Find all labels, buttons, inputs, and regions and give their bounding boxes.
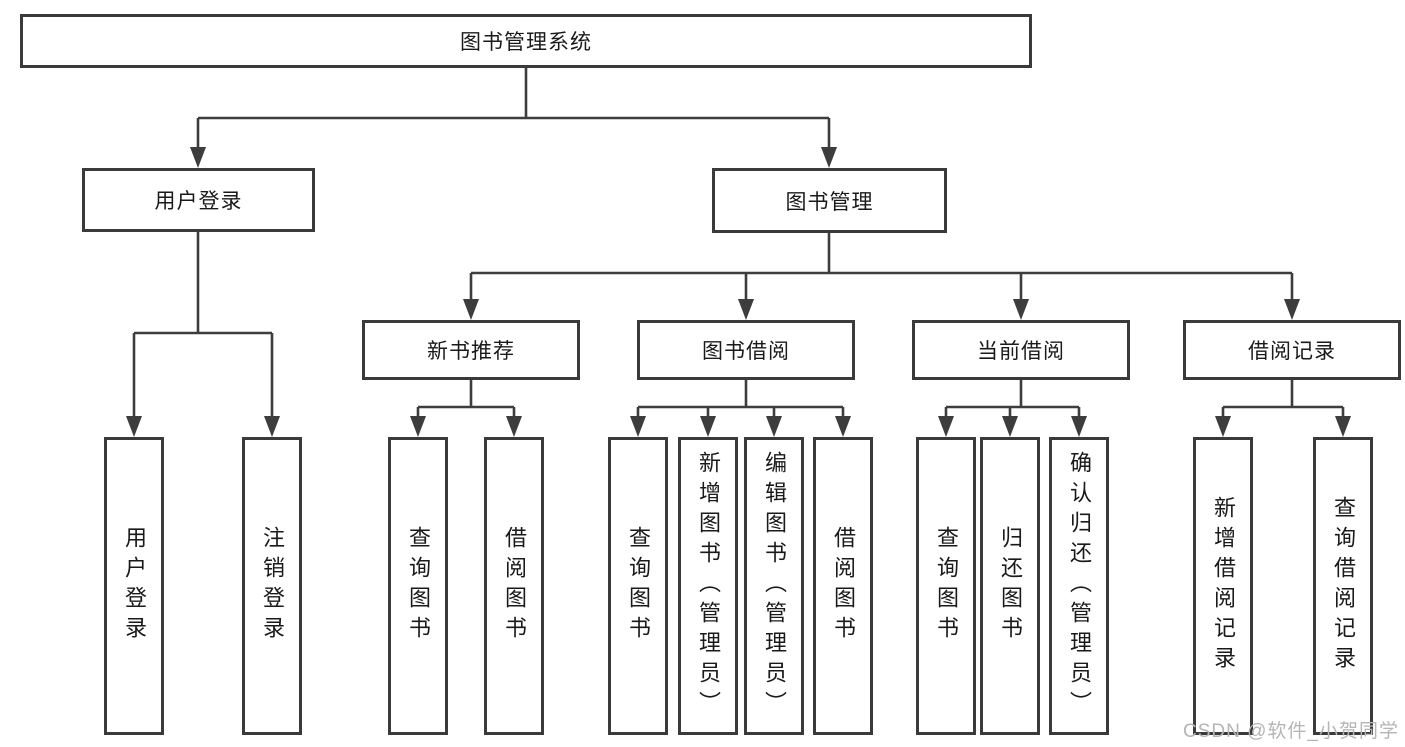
node-leaf-cb-return-book: 归还图书 (980, 437, 1040, 735)
leaf-label: 编辑图书（管理员） (762, 451, 787, 721)
leaf-label: 查询图书 (406, 526, 431, 646)
node-leaf-user-login: 用户登录 (104, 437, 164, 735)
node-book-management: 图书管理 (712, 168, 947, 233)
leaf-label: 新增借阅记录 (1211, 496, 1236, 676)
node-leaf-bb-query-book: 查询图书 (608, 437, 668, 735)
leaf-label: 归还图书 (998, 526, 1023, 646)
leaf-label: 查询借阅记录 (1331, 496, 1356, 676)
leaf-label: 确认归还（管理员） (1067, 451, 1092, 721)
node-current-borrowing: 当前借阅 (912, 320, 1130, 380)
node-leaf-cb-query-book: 查询图书 (916, 437, 976, 735)
leaf-label: 借阅图书 (831, 526, 856, 646)
node-leaf-bb-edit-book-admin: 编辑图书（管理员） (744, 437, 804, 735)
node-borrowing-records: 借阅记录 (1183, 320, 1401, 380)
node-leaf-cb-confirm-return-admin: 确认归还（管理员） (1049, 437, 1109, 735)
node-leaf-nbr-query-book: 查询图书 (388, 437, 448, 735)
node-book-borrowing: 图书借阅 (637, 320, 855, 380)
node-leaf-br-query-record: 查询借阅记录 (1313, 437, 1373, 735)
arrowheads (126, 147, 1351, 437)
leaf-label: 注销登录 (260, 526, 285, 646)
leaf-label: 用户登录 (122, 526, 147, 646)
leaf-label: 查询图书 (626, 526, 651, 646)
node-leaf-bb-add-book-admin: 新增图书（管理员） (678, 437, 738, 735)
leaf-label: 查询图书 (934, 526, 959, 646)
csdn-watermark: CSDN @软件_小贺同学 (1183, 721, 1399, 742)
node-leaf-bb-borrow-book: 借阅图书 (813, 437, 873, 735)
node-user-login: 用户登录 (82, 168, 315, 232)
node-leaf-logout: 注销登录 (242, 437, 302, 735)
leaf-label: 新增图书（管理员） (696, 451, 721, 721)
node-leaf-nbr-borrow-book: 借阅图书 (484, 437, 544, 735)
leaf-label: 借阅图书 (502, 526, 527, 646)
node-leaf-br-add-record: 新增借阅记录 (1193, 437, 1253, 735)
node-root: 图书管理系统 (20, 14, 1032, 68)
node-new-book-recommendation: 新书推荐 (362, 320, 580, 380)
